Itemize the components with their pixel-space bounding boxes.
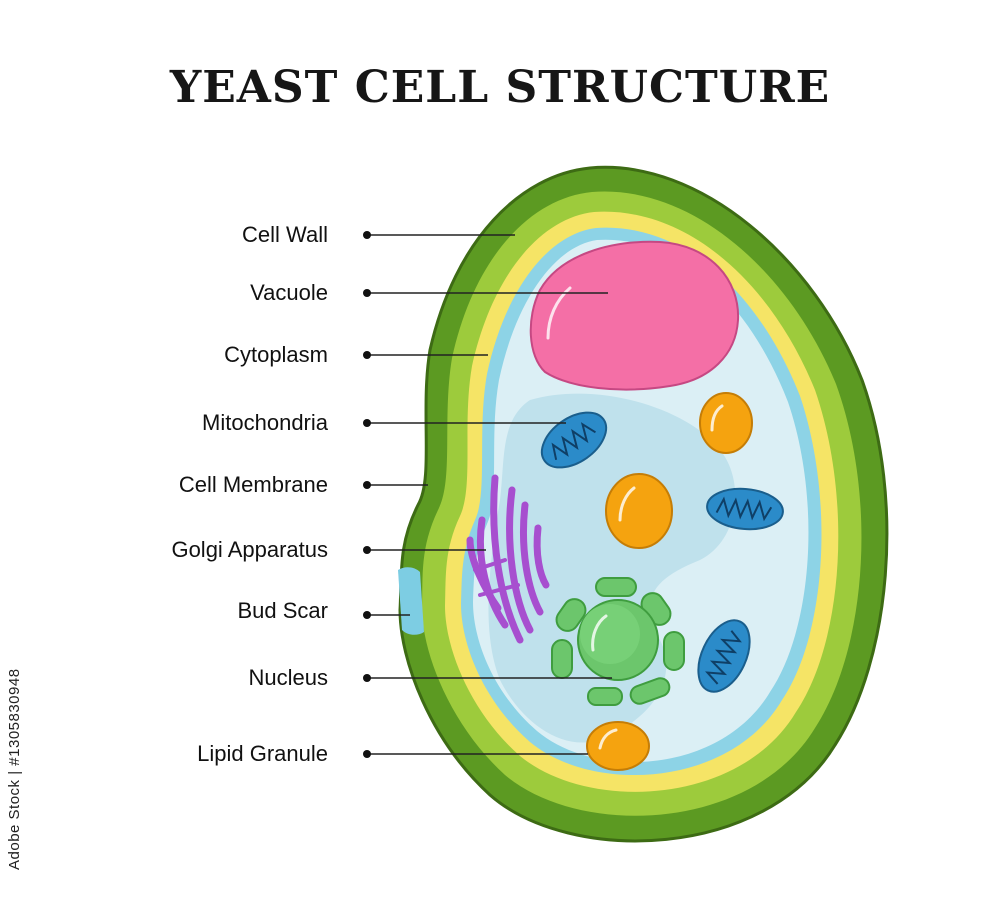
label-cytoplasm: Cytoplasm	[224, 342, 328, 367]
label-bud-scar: Bud Scar	[237, 598, 329, 623]
nucleolus	[580, 604, 640, 664]
lipid-granule-1	[699, 392, 753, 454]
label-mitochondria: Mitochondria	[202, 410, 328, 435]
diagram-title: YEAST CELL STRUCTURE	[169, 62, 831, 113]
label-golgi-apparatus: Golgi Apparatus	[171, 537, 328, 562]
mitochondrion-2	[706, 487, 784, 531]
label-lipid-granule: Lipid Granule	[197, 741, 328, 766]
golgi-apparatus	[466, 474, 550, 644]
mitochondrion-3	[697, 619, 751, 693]
label-cell-wall: Cell Wall	[242, 222, 328, 247]
label-nucleus: Nucleus	[248, 665, 328, 690]
leader-dots	[363, 231, 371, 758]
vacuole	[529, 240, 740, 391]
nucleus-highlight	[591, 614, 608, 652]
bud-scar	[398, 567, 424, 635]
lipid-granule-2	[605, 473, 673, 549]
vacuole-highlight	[546, 286, 572, 340]
leader-lines	[367, 234, 612, 755]
stock-id-watermark: Adobe Stock | #1305830948	[6, 668, 23, 870]
lipid-granule-3	[586, 721, 650, 771]
nucleus-envelope	[551, 577, 685, 706]
label-cell-membrane: Cell Membrane	[178, 472, 328, 497]
cytoplasm-shading	[488, 393, 736, 743]
mitochondrion-1	[540, 411, 608, 469]
label-vacuole: Vacuole	[250, 280, 328, 305]
